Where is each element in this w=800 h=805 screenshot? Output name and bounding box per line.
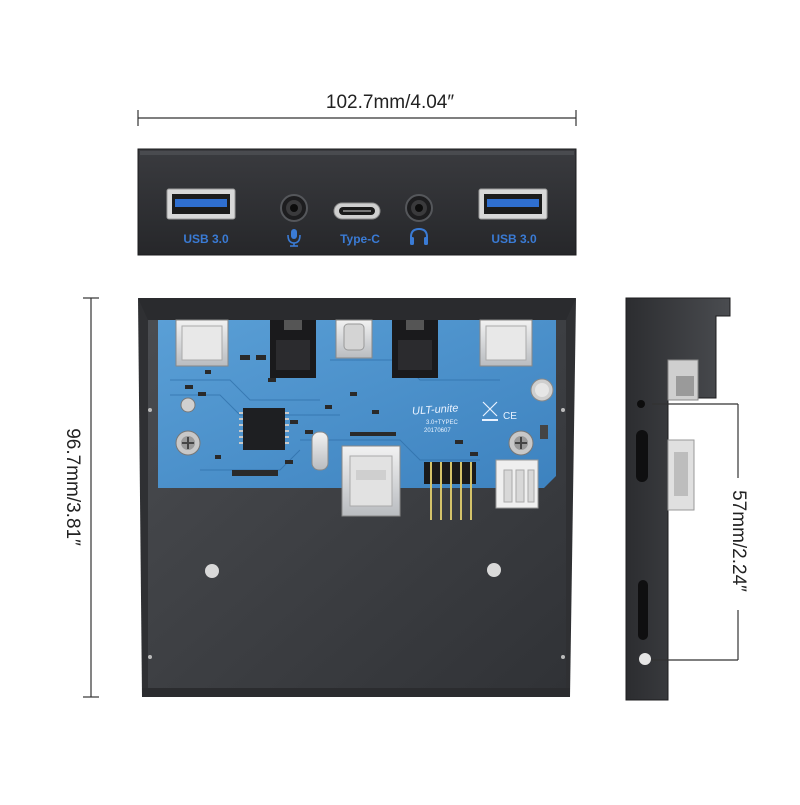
audio-jack-rear-right [392, 320, 438, 378]
usb-right-label: USB 3.0 [491, 232, 537, 246]
width-dimension-line [137, 110, 577, 126]
internal-usb-connector [341, 445, 401, 517]
controller-chip [243, 408, 285, 450]
type-c-port [333, 202, 381, 220]
circuit-board: CE [158, 319, 556, 520]
audio-jack-rear-left [270, 320, 316, 378]
side-view-bracket [625, 297, 731, 701]
height-dimension-label: 96.7mm/3.81″ [62, 428, 83, 546]
depth-dimension-line [652, 403, 739, 661]
height-dimension-line [83, 297, 99, 698]
depth-dimension-label: 57mm/2.24″ [728, 490, 749, 592]
headphone-icon [410, 227, 428, 245]
type-c-label: Type-C [340, 232, 380, 246]
type-c-rear [335, 319, 373, 359]
audio-jack-mic [280, 194, 308, 222]
pcb-model-text: 3.0+TYPEC [426, 420, 458, 426]
mount-hole-left [205, 564, 219, 578]
svg-text:CE: CE [503, 411, 517, 422]
pcb-screw-left [175, 430, 201, 456]
pin-header [424, 462, 476, 520]
mount-hole-right [487, 563, 501, 577]
usb-port-left [166, 188, 236, 220]
usb-left-label: USB 3.0 [183, 232, 229, 246]
usb-port-right [478, 188, 548, 220]
front-panel [137, 148, 577, 256]
pcb-screw-right [508, 430, 534, 456]
usb-port-rear-right [479, 319, 533, 367]
pcb-date-text: 20170607 [424, 428, 451, 434]
microphone-icon [287, 229, 301, 247]
width-dimension-label: 102.7mm/4.04″ [325, 92, 455, 113]
audio-jack-headphone [405, 194, 433, 222]
power-connector [495, 459, 539, 509]
usb-port-rear-left [175, 319, 229, 367]
